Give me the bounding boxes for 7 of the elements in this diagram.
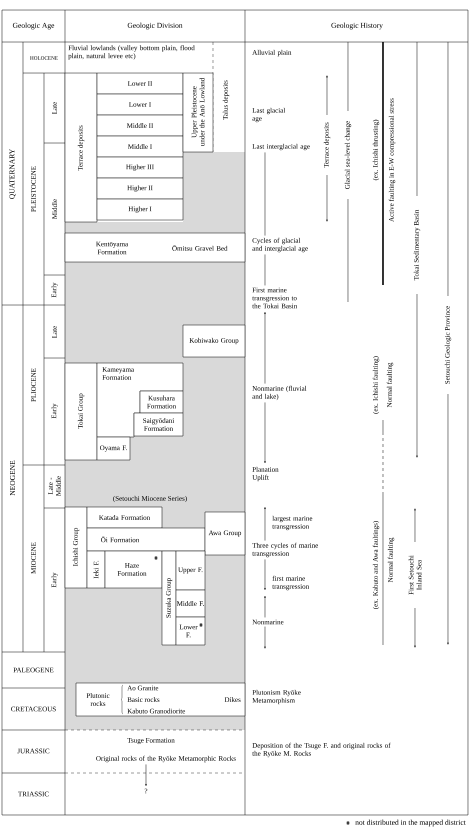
arrow	[264, 312, 266, 384]
arrow	[264, 402, 266, 464]
arrow	[264, 507, 266, 541]
arrow	[145, 764, 147, 786]
arrow	[264, 626, 266, 649]
arrow	[264, 559, 266, 590]
arrow	[264, 596, 266, 618]
